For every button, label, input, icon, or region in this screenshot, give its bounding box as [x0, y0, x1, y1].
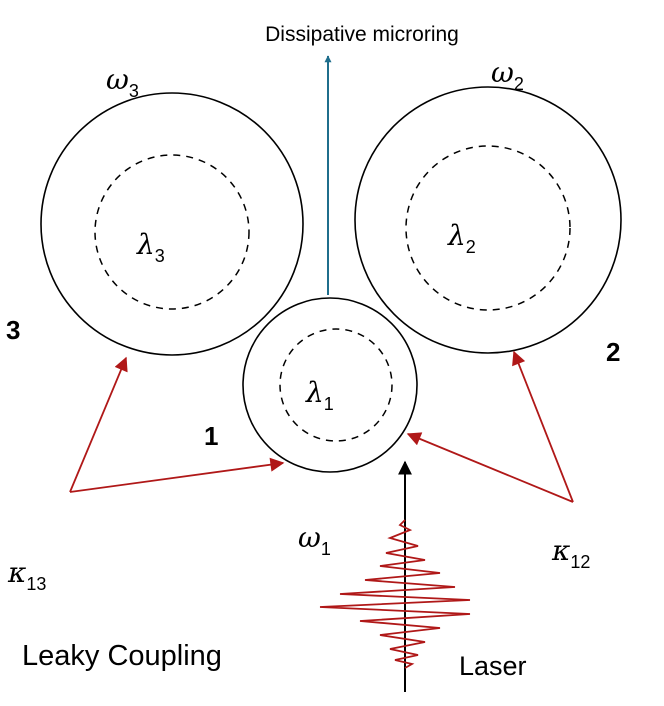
kappa-13-label: κ13	[7, 556, 46, 594]
ring-1: λ1 ω1 1	[204, 297, 418, 559]
k12-arrow-to-ring1	[406, 432, 574, 503]
ring-2: λ2 ω2 2	[354, 56, 622, 367]
ring-1-mode	[279, 328, 393, 442]
kappa-12-label: κ12	[551, 534, 590, 572]
ring-3-lambda: λ3	[136, 228, 165, 266]
k13-arrow-to-ring3	[69, 356, 128, 493]
leaky-coupling-label: Leaky Coupling	[22, 640, 222, 672]
ring-2-lambda: λ2	[447, 219, 476, 257]
ring-1-number: 1	[204, 421, 218, 451]
ring-3-mode	[94, 154, 250, 310]
ring-2-omega: ω2	[491, 56, 524, 94]
k13-arrow-to-ring1	[69, 457, 285, 493]
ring-1-lambda: λ1	[305, 376, 334, 414]
ring-3-outer	[40, 92, 304, 356]
coupling-k12-arrows	[406, 350, 574, 503]
ring-3: λ3 ω3 3	[6, 63, 304, 356]
laser-wave	[319, 519, 471, 669]
ring-3-number: 3	[6, 315, 20, 345]
laser-label: Laser	[459, 651, 527, 681]
ring-3-omega: ω3	[106, 63, 139, 101]
ring-1-outer	[242, 297, 418, 473]
ring-2-outer	[354, 86, 622, 354]
ring-2-mode	[405, 145, 571, 311]
coupling-k13-arrows	[69, 356, 285, 493]
ring-1-omega: ω1	[298, 521, 331, 559]
k12-arrow-to-ring2	[512, 350, 574, 503]
title-label: Dissipative microring	[265, 23, 459, 46]
ring-2-number: 2	[606, 337, 620, 367]
